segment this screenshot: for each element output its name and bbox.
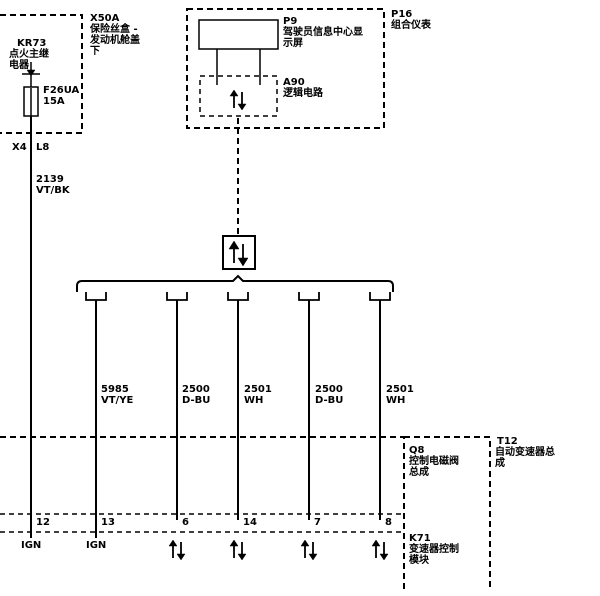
p9-display-box bbox=[198, 19, 279, 50]
a90-id: A90 bbox=[283, 77, 305, 88]
ign-label-1: IGN bbox=[21, 540, 42, 551]
p16-id: P16 bbox=[391, 9, 413, 20]
terminal-5985 bbox=[85, 292, 107, 301]
wire-2500b-circuit: 2500 bbox=[315, 384, 343, 395]
pin-14: 14 bbox=[243, 517, 257, 528]
connector-l8: L8 bbox=[36, 142, 50, 153]
wire-2501b-color: WH bbox=[386, 395, 406, 406]
a90-name: 逻辑电路 bbox=[283, 88, 323, 99]
p9-id: P9 bbox=[283, 16, 298, 27]
wire-2500a-circuit: 2500 bbox=[182, 384, 210, 395]
p16-cluster-outline bbox=[186, 8, 385, 129]
connector-x4: X4 bbox=[12, 142, 27, 153]
q8-name: 控制电磁阀 总成 bbox=[409, 456, 459, 478]
pin-7: 7 bbox=[314, 517, 321, 528]
wire-2501a-circuit: 2501 bbox=[244, 384, 272, 395]
ign-label-2: IGN bbox=[86, 540, 107, 551]
wire-2500a-color: D-BU bbox=[182, 395, 211, 406]
wire-2501b-circuit: 2501 bbox=[386, 384, 414, 395]
p16-name: 组合仪表 bbox=[391, 20, 431, 31]
k71-name: 变速器控制 模块 bbox=[409, 544, 459, 566]
data-bus-bracket bbox=[76, 274, 394, 292]
terminal-2500-a bbox=[166, 292, 188, 301]
wire-2501a-color: WH bbox=[244, 395, 264, 406]
k71-id: K71 bbox=[409, 533, 431, 544]
x50a-name: 保险丝盒 - 发动机舱盖 下 bbox=[90, 24, 140, 57]
wire-2139-color: VT/BK bbox=[36, 185, 70, 196]
a90-logic-outline bbox=[199, 75, 278, 117]
q8-solenoid-outline bbox=[0, 436, 405, 589]
pin-8: 8 bbox=[385, 517, 392, 528]
kr73-id: KR73 bbox=[17, 38, 47, 49]
t12-id: T12 bbox=[497, 436, 518, 447]
x50a-fusebox-outline bbox=[0, 14, 83, 134]
kr73-name: 点火主继 电器 bbox=[9, 49, 49, 71]
p9-name: 驾驶员信息中心显 示屏 bbox=[283, 27, 363, 49]
terminal-2500-b bbox=[298, 292, 320, 301]
terminal-2501-b bbox=[369, 292, 391, 301]
terminal-2501-a bbox=[227, 292, 249, 301]
fuse-id: F26UA bbox=[43, 85, 80, 96]
t12-name: 自动变速器总 成 bbox=[495, 447, 555, 469]
pin-13: 13 bbox=[101, 517, 115, 528]
q8-id: Q8 bbox=[409, 445, 425, 456]
fuse-rating: 15A bbox=[43, 96, 65, 107]
wire-2500b-color: D-BU bbox=[315, 395, 344, 406]
wire-5985-color: VT/YE bbox=[101, 395, 134, 406]
x50a-id: X50A bbox=[90, 13, 120, 24]
pin-6: 6 bbox=[182, 517, 189, 528]
wire-5985-circuit: 5985 bbox=[101, 384, 129, 395]
pin-12: 12 bbox=[36, 517, 50, 528]
wire-2139-circuit: 2139 bbox=[36, 174, 64, 185]
serial-data-splice-box bbox=[222, 235, 256, 270]
t12-transmission-outline bbox=[404, 436, 491, 589]
